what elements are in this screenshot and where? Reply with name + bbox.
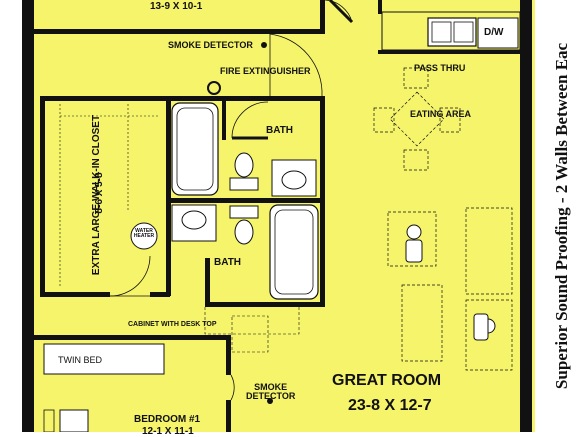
desk-cabinet xyxy=(204,305,300,335)
bath-upper-label: BATH xyxy=(266,125,294,136)
toilet-lower-bowl xyxy=(234,219,254,245)
great-room-dims: 23-8 X 12-7 xyxy=(348,397,432,414)
bathtub-lower xyxy=(269,204,319,300)
twin-bed-label: TWIN BED xyxy=(58,355,102,365)
side-banner: Superior Sound Proofing - 2 Walls Betwee… xyxy=(548,0,576,432)
toilet-lower-tank xyxy=(229,205,259,219)
exterior-wall-right xyxy=(520,0,532,432)
bedroom2-dims: 13-9 X 10-1 xyxy=(150,1,203,12)
wall-closet-top xyxy=(40,96,170,101)
bathtub-lower-inner xyxy=(274,209,314,295)
door-bath-upper-swing xyxy=(231,101,269,139)
wall-bath-middle xyxy=(166,198,324,203)
cabinet-label: CABINET WITH DESK TOP xyxy=(128,321,217,328)
fire-extinguisher-symbol xyxy=(207,81,221,95)
dining-set xyxy=(373,67,461,171)
wall-bath-lower-bottom xyxy=(205,302,325,307)
closet-dims-label: 8-6 X 5-8 xyxy=(94,172,105,214)
great-room-name: GREAT ROOM xyxy=(332,372,442,389)
great-room-furniture xyxy=(387,207,513,371)
wall-closet-left xyxy=(40,96,45,296)
toilet-upper-tank xyxy=(229,177,259,191)
door-bedroom1 xyxy=(230,374,235,401)
desk-chair xyxy=(231,315,269,353)
fire-extinguisher-label: FIRE EXTINGUISHER xyxy=(220,66,311,76)
wall-closet-bottom-right xyxy=(150,292,170,297)
lavatory-lower xyxy=(181,210,207,230)
wall-closet-bottom xyxy=(40,292,110,297)
smoke-detector-lower-line2: DETECTOR xyxy=(246,391,296,401)
bath-lower-label: BATH xyxy=(214,257,242,268)
water-heater-label: WATER HEATER xyxy=(133,229,155,239)
bedroom1-dims: 12-1 X 11-1 xyxy=(142,426,194,437)
smoke-detector-lower-symbol xyxy=(267,398,273,404)
wall-kitchen-left xyxy=(378,0,382,14)
sink-basin-left xyxy=(431,21,452,43)
exterior-wall-left xyxy=(22,0,34,432)
wall-top-right-left xyxy=(320,0,325,34)
smoke-detector-lower-line1: SMOKE xyxy=(254,382,288,392)
sink-basin-right xyxy=(453,21,474,43)
wall-bath-divider-upper xyxy=(222,100,226,140)
lavatory-upper xyxy=(281,170,307,190)
nightstand xyxy=(59,409,89,432)
door-bedroom2-swing xyxy=(324,0,353,23)
door-hall-swing xyxy=(269,33,323,97)
wall-bedroom2-bottom xyxy=(30,29,322,34)
toilet-upper-bowl xyxy=(234,152,254,178)
dishwasher-label: D/W xyxy=(484,27,504,38)
door-closet-swing xyxy=(109,255,151,297)
smoke-detector-upper-label: SMOKE DETECTOR xyxy=(168,40,253,50)
pass-thru-label: PASS THRU xyxy=(414,63,466,73)
smoke-detector-lower-label: SMOKE DETECTOR xyxy=(246,383,295,401)
door-bedroom2 xyxy=(328,0,354,24)
smoke-detector-upper-symbol xyxy=(261,42,267,48)
twin-bed xyxy=(43,343,165,375)
wall-closet-right xyxy=(166,96,171,296)
wall-kitchen-bottom xyxy=(378,50,523,54)
seated-figure-upper xyxy=(405,224,423,263)
dishwasher-box xyxy=(477,17,519,49)
bedroom1-name: BEDROOM #1 xyxy=(134,414,201,425)
seated-figure-lower xyxy=(473,313,496,341)
wall-bedroom1-top xyxy=(30,335,230,340)
wall-bedroom1-right xyxy=(226,335,231,375)
wall-bath-top xyxy=(166,96,324,101)
water-heater-label-line2: HEATER xyxy=(133,233,155,239)
bathtub-upper-inner xyxy=(176,107,214,191)
wall-bedroom1-right-lower xyxy=(226,400,231,432)
side-banner-text: Superior Sound Proofing - 2 Walls Betwee… xyxy=(552,42,571,390)
wall-hall-left xyxy=(205,258,210,306)
bathtub-upper xyxy=(171,102,219,196)
bedroom1-closet xyxy=(43,409,55,432)
water-heater-label-line1: WATER xyxy=(135,228,153,234)
eating-area-label: EATING AREA xyxy=(410,109,472,119)
water-heater xyxy=(130,222,158,250)
